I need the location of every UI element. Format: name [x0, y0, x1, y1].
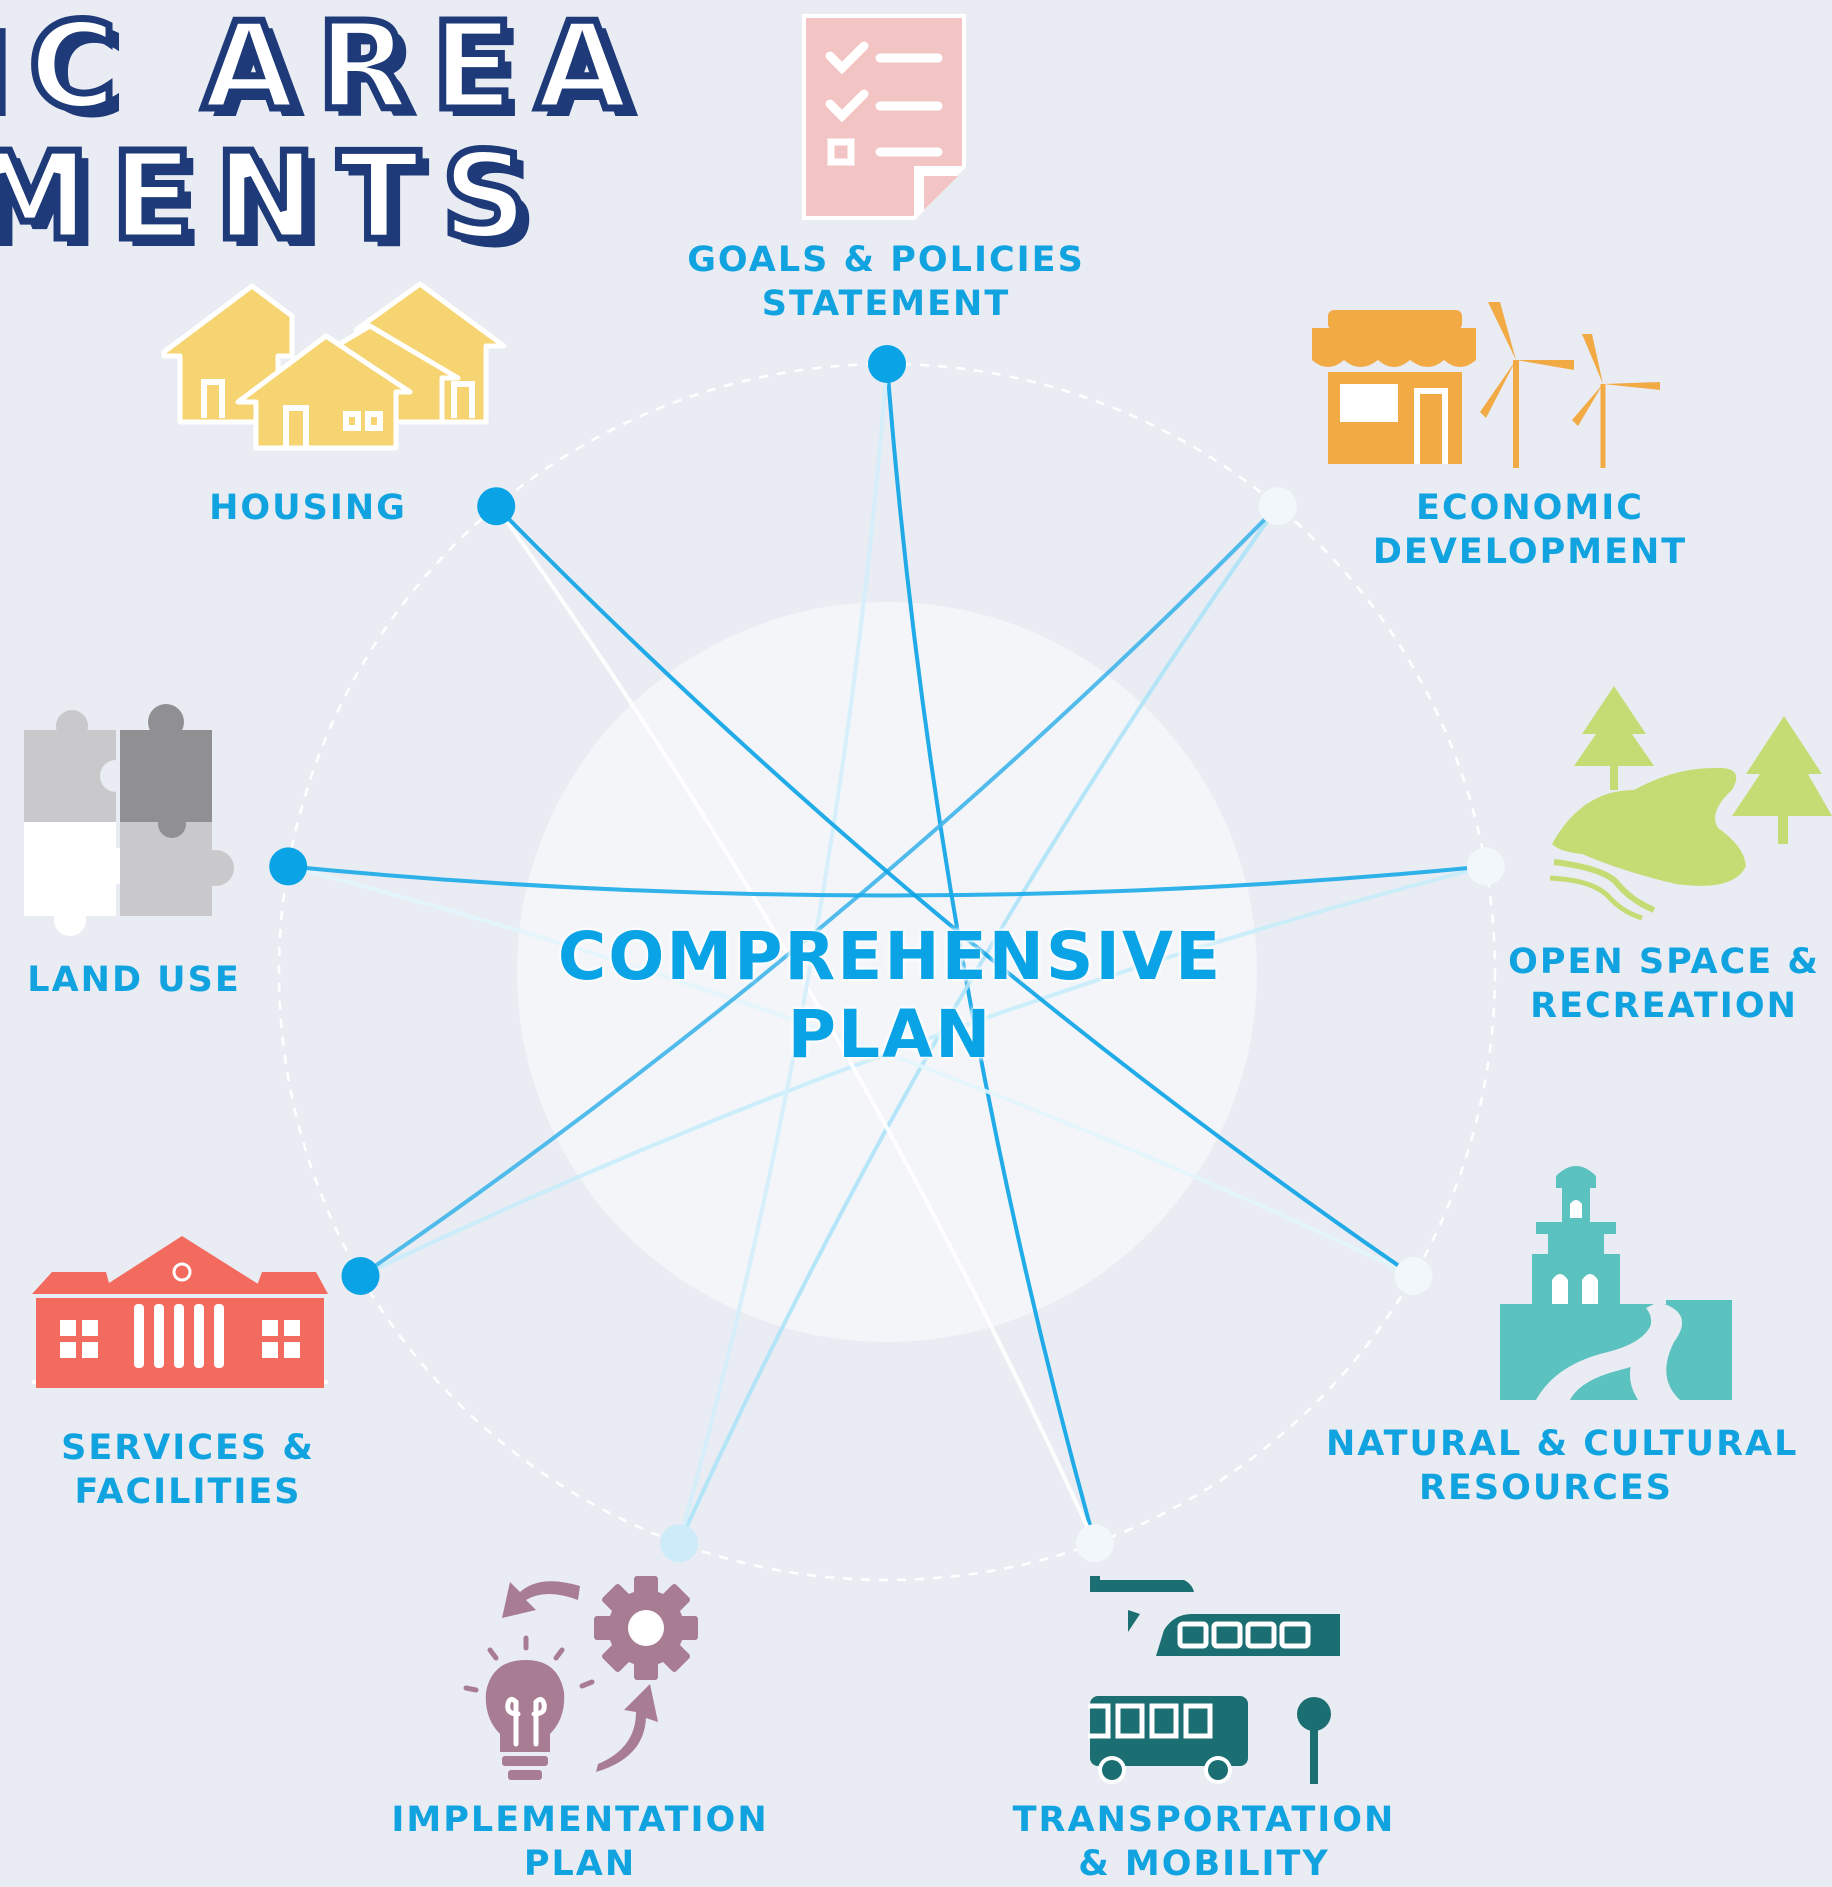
node-label-transportation: TRANSPORTATION& MOBILITY — [1012, 1800, 1396, 1884]
link-goals-transportation — [885, 363, 1097, 1544]
node-dot-land-use — [269, 847, 308, 886]
link-land-use-open-space — [288, 864, 1486, 898]
node-label-open-space: OPEN SPACE &RECREATION — [1508, 942, 1820, 1026]
node-dot-services — [341, 1257, 380, 1295]
page-title-line-1: IC AREA — [0, 0, 651, 137]
node-label-housing: HOUSING — [209, 488, 407, 528]
link-housing-natural — [494, 504, 1415, 1278]
node-dot-transportation — [1075, 1524, 1114, 1563]
center-label-line-1: COMPREHENSIVE — [557, 918, 1223, 995]
link-implementation-goals — [677, 363, 889, 1544]
page-title-line-2: MENTS — [0, 128, 551, 267]
node-dots — [269, 345, 1505, 1563]
center-disc — [517, 602, 1257, 1342]
center-label-line-2: PLAN — [787, 996, 993, 1073]
church-river-icon — [1500, 1166, 1732, 1400]
link-transportation-housing — [494, 505, 1097, 1545]
checklist-icon — [802, 14, 966, 220]
node-label-land-use: LAND USE — [27, 960, 241, 1000]
node-dot-implementation — [660, 1524, 699, 1563]
node-dot-goals — [868, 345, 906, 383]
node-dot-natural — [1394, 1257, 1433, 1295]
houses-icon — [161, 281, 507, 451]
link-services-economic — [359, 504, 1280, 1278]
node-dot-economic — [1258, 487, 1297, 526]
node-dot-open-space — [1466, 847, 1505, 886]
link-natural-land-use — [287, 864, 1415, 1278]
shop-windmill-icon — [1312, 302, 1660, 468]
center-label: COMPREHENSIVE PLAN — [0, 918, 1780, 1074]
lightbulb-gear-icon — [463, 1576, 698, 1780]
node-dot-housing — [477, 487, 516, 526]
puzzle-icon — [24, 704, 234, 936]
node-label-services: SERVICES &FACILITIES — [61, 1428, 315, 1512]
building-icon — [32, 1236, 328, 1388]
links — [287, 363, 1487, 1545]
bus-icon — [1088, 1576, 1340, 1784]
link-open-space-services — [359, 864, 1487, 1278]
trees-lake-icon — [1549, 686, 1832, 921]
link-economic-implementation — [677, 505, 1280, 1545]
